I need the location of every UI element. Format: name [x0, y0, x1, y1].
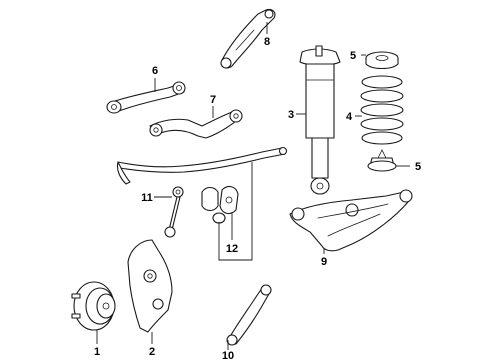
callout-12: 12	[226, 243, 238, 255]
part-spring-lower-seat	[367, 149, 397, 172]
callout-3: 3	[288, 109, 294, 121]
callout-4: 4	[346, 111, 353, 123]
part-stabilizer-bar	[116, 146, 288, 185]
part-stabilizer-link	[164, 186, 184, 238]
callout-2: 2	[149, 346, 155, 358]
part-upper-control-arm	[220, 8, 276, 69]
part-shock-absorber	[299, 45, 341, 195]
callout-9: 9	[321, 256, 327, 268]
part-coil-spring	[360, 75, 404, 145]
callout-1: 1	[94, 346, 100, 358]
part-knuckle	[127, 239, 173, 333]
part-trailing-arm	[226, 284, 272, 346]
part-lateral-link	[106, 81, 186, 114]
callout-7: 7	[210, 94, 216, 106]
part-stabilizer-bushings	[201, 185, 239, 224]
callout-5-upper: 5	[350, 50, 356, 62]
callout-6: 6	[152, 65, 158, 77]
leader-lines	[96, 22, 410, 350]
part-lower-control-arm	[289, 189, 413, 252]
callout-10: 10	[222, 350, 234, 360]
callout-11: 11	[141, 192, 153, 204]
callout-5-lower: 5	[415, 161, 421, 173]
part-hub-bearing	[71, 281, 116, 331]
callout-8: 8	[264, 36, 270, 48]
part-spring-upper-seat	[365, 51, 399, 70]
part-toe-link	[149, 109, 243, 139]
